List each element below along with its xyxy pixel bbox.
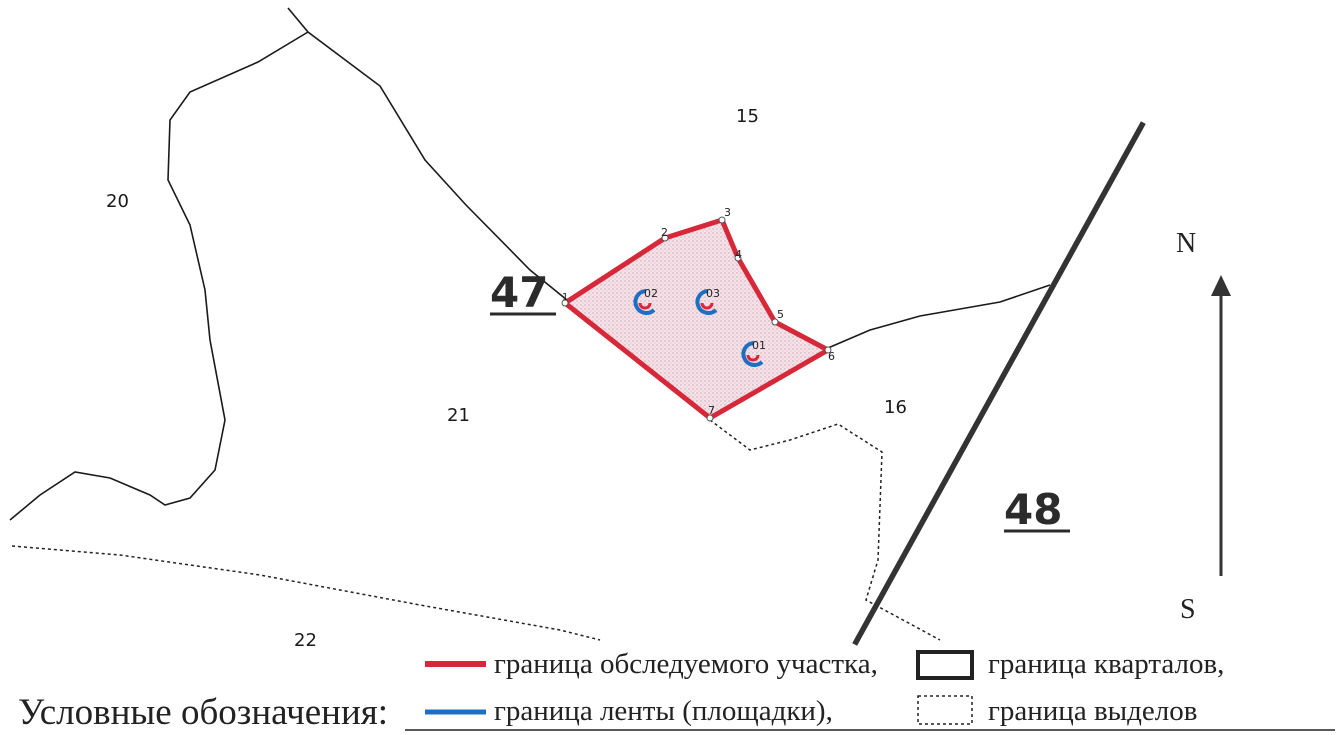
plot-vertices: 1 2 3 4 5 6 7 xyxy=(561,206,835,422)
vertex-label: 6 xyxy=(828,350,835,363)
sample-plots: 02 03 01 xyxy=(633,287,766,367)
sample-plot-label: 02 xyxy=(644,287,658,300)
sample-plot-label: 01 xyxy=(752,339,766,352)
quarter-number-48: 48 xyxy=(1004,485,1062,534)
compass-north-label: N xyxy=(1176,228,1196,259)
legend-allotments-swatch xyxy=(917,695,973,725)
compass-south-label: S xyxy=(1180,594,1196,625)
legend-plot-label: граница обследуемого участка, xyxy=(494,648,878,680)
quarter-boundary-line xyxy=(852,121,1146,646)
surveyed-plot xyxy=(562,217,831,421)
compass-arrowhead-icon xyxy=(1211,275,1231,296)
legend: Условные обозначения: граница обследуемо… xyxy=(0,648,1339,735)
allotment-number: 16 xyxy=(884,397,907,418)
allotment-number: 15 xyxy=(736,106,759,127)
vertex-label: 5 xyxy=(777,308,784,321)
sample-plot-marker: 02 xyxy=(633,287,658,315)
legend-quarters-label: граница кварталов, xyxy=(988,648,1224,680)
allotment-boundary-top xyxy=(287,7,568,301)
allotment-number: 21 xyxy=(447,405,470,426)
legend-allotments-label: граница выделов xyxy=(988,695,1197,727)
vertex-label: 3 xyxy=(724,206,731,219)
legend-title: Условные обозначения: xyxy=(18,692,388,733)
allotment-boundary-east xyxy=(827,284,1051,349)
legend-tape-label: граница ленты (площадки), xyxy=(494,695,833,727)
sample-plot-label: 03 xyxy=(706,287,720,300)
dotted-boundary-east xyxy=(709,419,941,641)
legend-quarters-swatch xyxy=(916,650,974,680)
compass: N S xyxy=(1176,228,1231,625)
sample-plot-marker: 01 xyxy=(741,339,766,367)
allotment-number: 20 xyxy=(106,191,129,212)
quarter-number-47: 47 xyxy=(490,268,548,317)
allotment-number: 22 xyxy=(294,630,317,651)
sample-plot-marker: 03 xyxy=(695,287,720,315)
allotment-numbers: 15 20 21 16 22 xyxy=(106,106,907,651)
vertex-label: 2 xyxy=(661,226,668,239)
allotment-boundary-west xyxy=(9,31,309,521)
allotment-dotted-boundaries xyxy=(11,419,941,641)
vertex-label: 7 xyxy=(708,404,715,417)
dotted-boundary-south xyxy=(11,545,601,641)
vertex-label: 1 xyxy=(562,292,568,303)
quarter-numbers: 47 48 xyxy=(490,268,1070,534)
allotment-boundaries xyxy=(9,7,1051,521)
vertex-label: 4 xyxy=(735,248,742,261)
